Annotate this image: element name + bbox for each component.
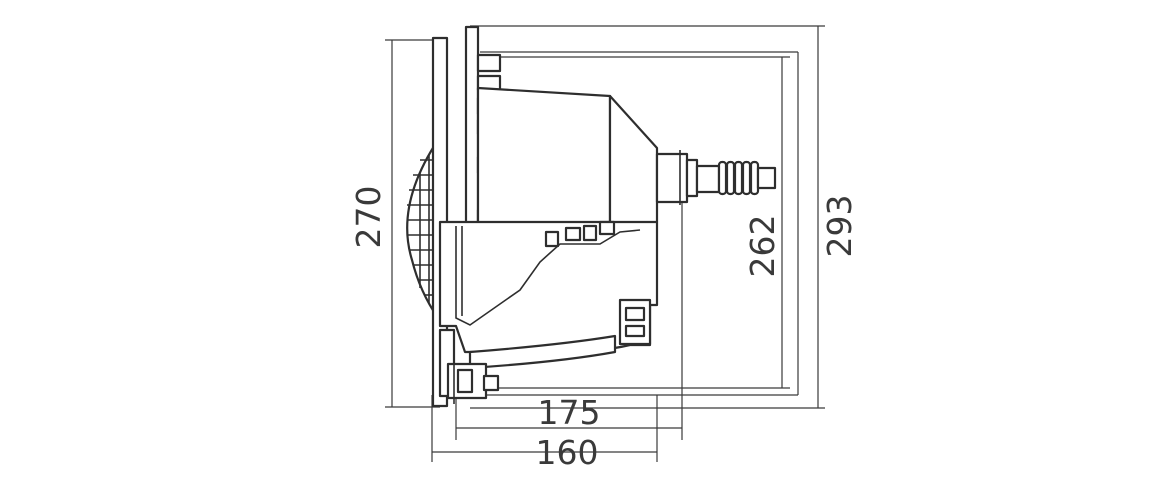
dimension-label-262: 262 [743, 215, 782, 278]
dimension-label-270: 270 [349, 186, 388, 249]
dimension-lines [385, 25, 825, 462]
dimension-label-293: 293 [820, 195, 859, 258]
dimension-label-175: 175 [538, 393, 601, 432]
lamp-assembly [406, 25, 777, 408]
dimension-label-160: 160 [536, 433, 599, 472]
